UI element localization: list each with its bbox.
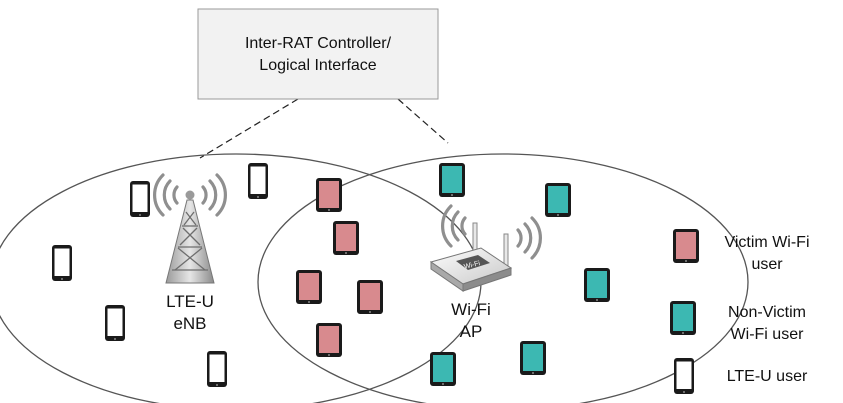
lte-user-device-icon <box>105 305 125 341</box>
lte-coverage-area <box>0 153 482 403</box>
legend-nonvictim-label-line1: Non-Victim <box>728 304 806 321</box>
controller-label-line1: Inter-RAT Controller/ <box>245 35 392 52</box>
lte-device-icon <box>674 358 694 394</box>
non-victim-device-icon <box>670 301 696 335</box>
legend-lte-label: LTE-U user <box>727 368 808 385</box>
victim-wifi-device-icon <box>316 178 342 212</box>
victim-wifi-device-icon <box>296 270 322 304</box>
ap-label-line2: AP <box>460 322 483 341</box>
legend-victim-label-line1: Victim Wi-Fi <box>724 234 809 251</box>
non-victim-wifi-device-icon <box>545 183 571 217</box>
wifi-coverage-area <box>257 153 749 403</box>
lte-user-device-icon <box>130 181 150 217</box>
ap-label-line1: Wi-Fi <box>451 300 491 319</box>
lte-user-device-icon <box>207 351 227 387</box>
victim-device-icon <box>673 229 699 263</box>
lte-user-device-icon <box>248 163 268 199</box>
lte-user-device-icon <box>52 245 72 281</box>
svg-text:Wi-Fi: Wi-Fi <box>463 260 481 271</box>
controller-link-lte <box>199 98 299 159</box>
devices-layer <box>52 163 610 387</box>
legend: Victim Wi-Fi user Non-Victim Wi-Fi user … <box>670 229 810 394</box>
legend-nonvictim-label-line2: Wi-Fi user <box>731 326 805 343</box>
cell-tower-icon <box>153 173 227 284</box>
enb-label-line2: eNB <box>173 314 206 333</box>
victim-wifi-device-icon <box>333 221 359 255</box>
non-victim-wifi-device-icon <box>430 352 456 386</box>
enb-label-line1: LTE-U <box>166 292 214 311</box>
controller-link-wifi <box>397 98 449 144</box>
wifi-router-icon: Wi-Fi <box>429 204 542 292</box>
non-victim-wifi-device-icon <box>439 163 465 197</box>
controller-label-line2: Logical Interface <box>259 57 377 74</box>
non-victim-wifi-device-icon <box>520 341 546 375</box>
non-victim-wifi-device-icon <box>584 268 610 302</box>
controller-box: Inter-RAT Controller/ Logical Interface <box>197 8 439 100</box>
victim-wifi-device-icon <box>357 280 383 314</box>
victim-wifi-device-icon <box>316 323 342 357</box>
legend-victim-label-line2: user <box>751 256 783 273</box>
